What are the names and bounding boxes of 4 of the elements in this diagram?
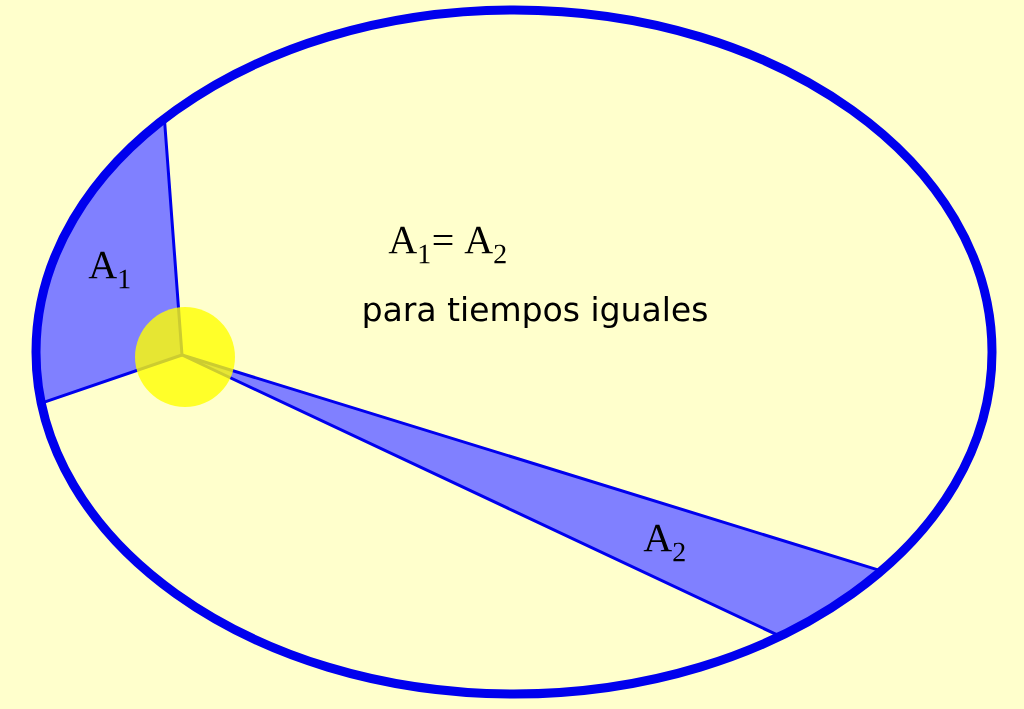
area-label: A$_{1}$: [88, 251, 130, 289]
area-label: A$_{2}$: [643, 524, 685, 562]
caption-text: para tiempos iguales: [364, 296, 707, 328]
equation: A$_{1}$= A$_{2}$: [388, 226, 506, 264]
